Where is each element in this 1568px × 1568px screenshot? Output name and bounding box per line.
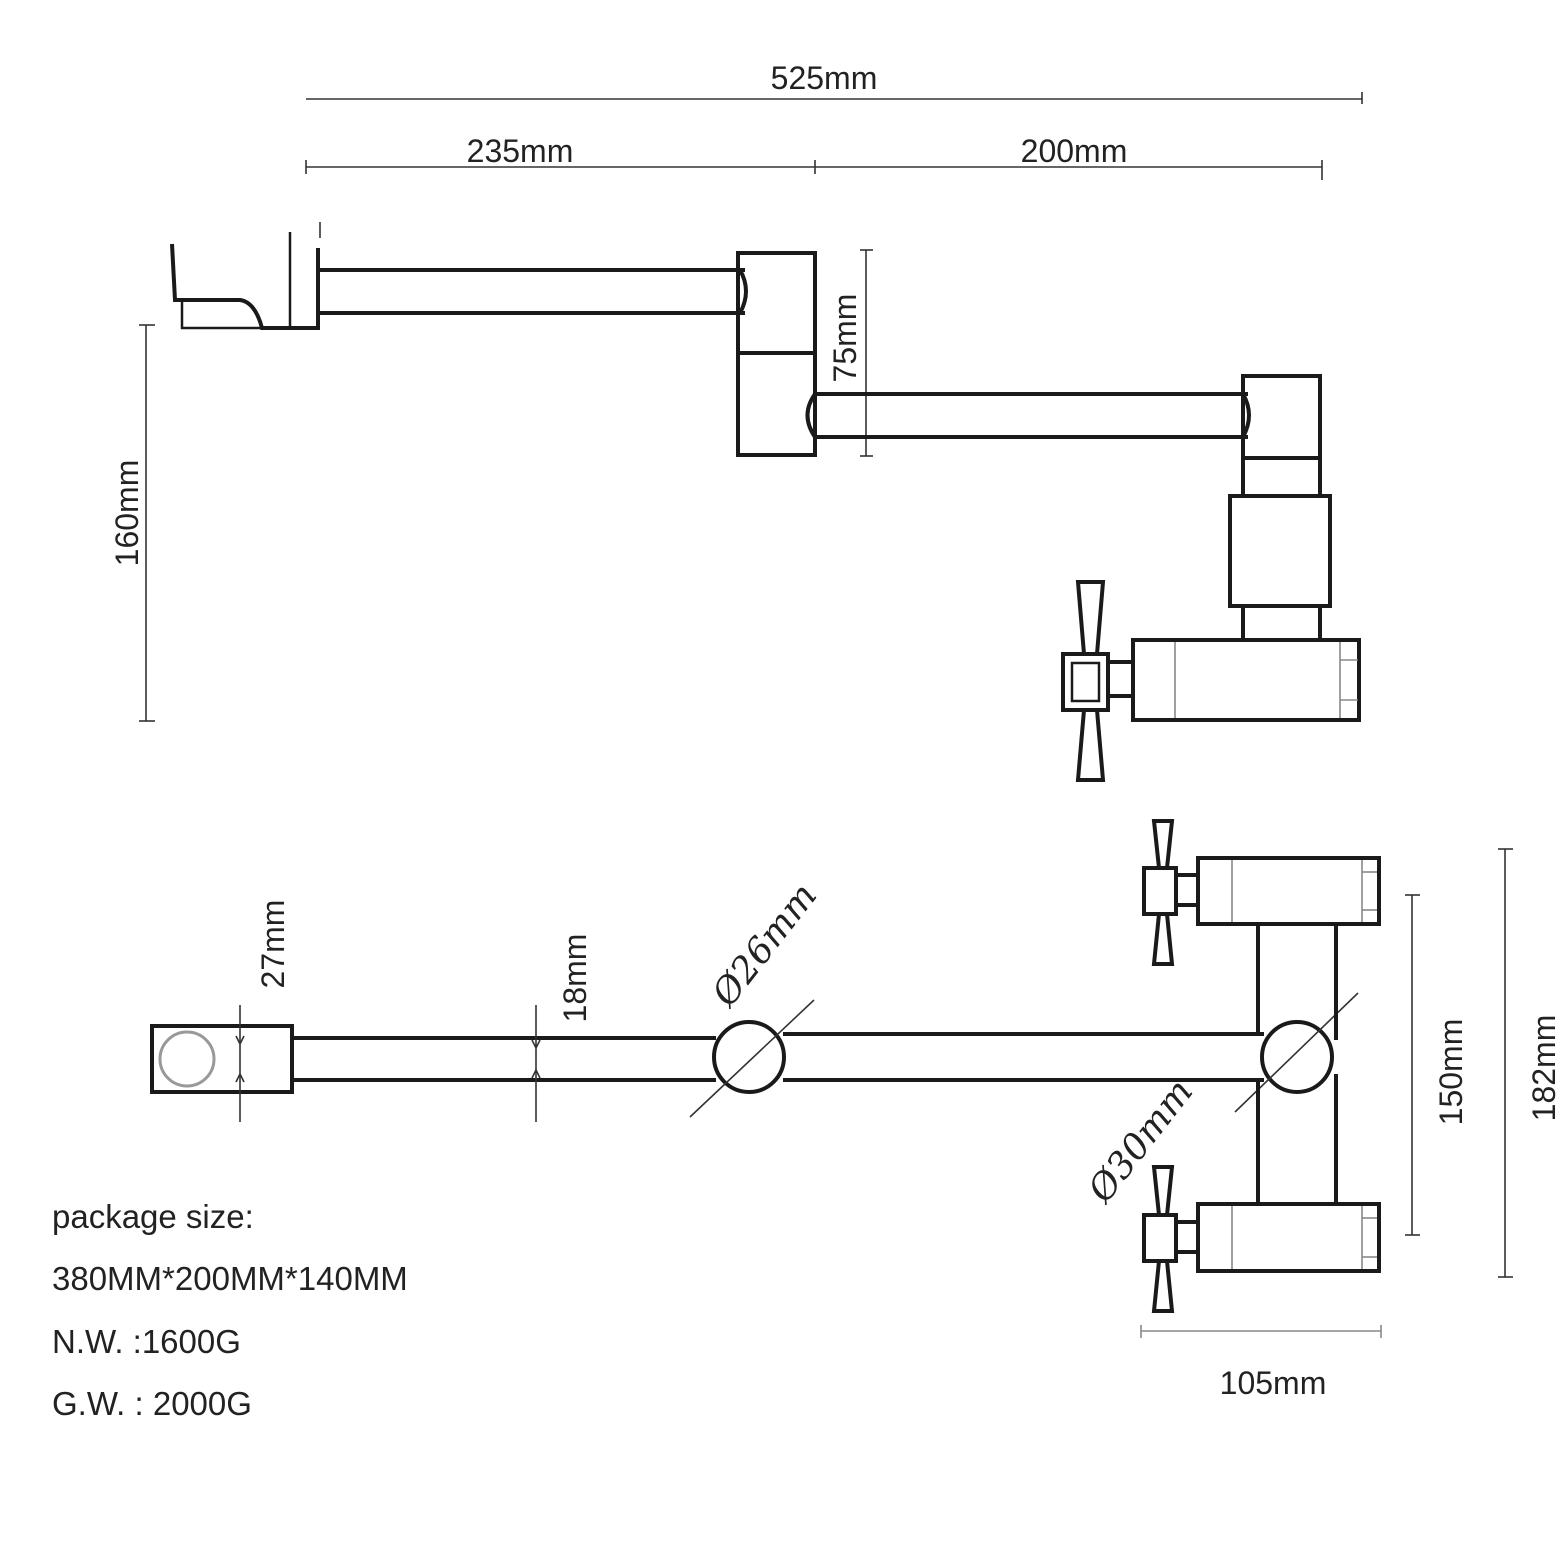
dim-joint-diameter-large: Ø30mm [1080,1072,1201,1211]
dim-joint-height: 75mm [827,294,863,383]
top-view: 27mm 18mm Ø26mm Ø30mm 150mm 182mm 105mm [150,819,1562,1401]
package-info: package size: 380MM*200MM*140MM N.W. :16… [52,1198,408,1422]
dim-pipe-diameter: 18mm [557,934,593,1023]
dim-overall-length: 525mm [771,60,878,96]
dim-joint-diameter-small: Ø26mm [704,876,825,1015]
dim-valve-spacing: 150mm [1433,1019,1469,1126]
net-weight: N.W. :1600G [52,1323,241,1360]
side-view: 525mm 235mm 200mm 75mm 160mm [109,60,1363,782]
dim-overall-width: 182mm [1526,1015,1562,1122]
dim-arm-second: 200mm [1021,133,1128,169]
package-heading: package size: [52,1198,254,1235]
package-size: 380MM*200MM*140MM [52,1260,408,1297]
dim-total-height: 160mm [109,460,145,567]
dim-valve-depth: 105mm [1220,1365,1327,1401]
gross-weight: G.W. : 2000G [52,1385,252,1422]
dim-spout-height: 27mm [255,900,291,989]
dim-arm-first: 235mm [467,133,574,169]
